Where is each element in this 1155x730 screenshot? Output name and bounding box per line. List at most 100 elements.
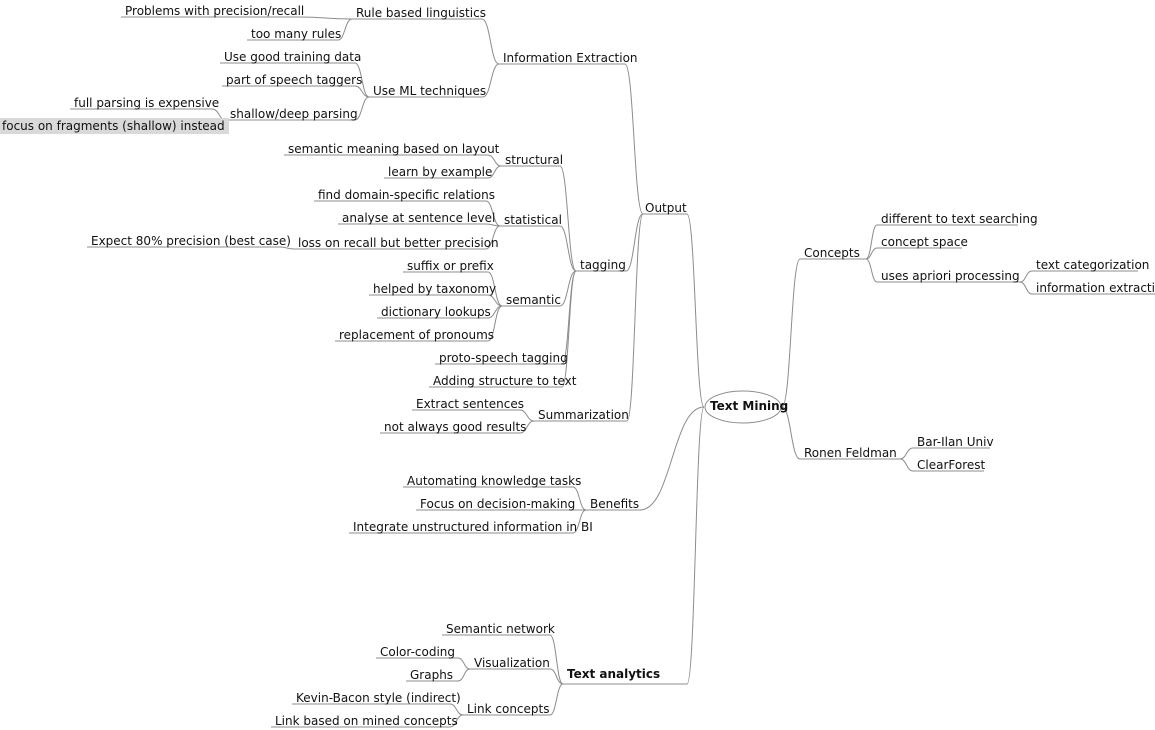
node-integrate-unstructured-bi[interactable]: Integrate unstructured information in BI: [353, 520, 593, 534]
node-information-extraction-leaf[interactable]: information extraction: [1036, 281, 1155, 295]
node-text-analytics[interactable]: Text analytics: [567, 667, 661, 681]
pos-taggers-connector: [354, 85, 370, 98]
information-extraction-leaf-connector: [1019, 281, 1033, 295]
node-visualization[interactable]: Visualization: [474, 656, 550, 670]
node-semantic-meaning-layout[interactable]: semantic meaning based on layout: [288, 142, 500, 156]
node-proto-speech-tagging[interactable]: proto-speech tagging: [439, 351, 568, 365]
node-focus-decision-making[interactable]: Focus on decision-making: [420, 497, 576, 511]
node-concept-space[interactable]: concept space: [881, 235, 968, 249]
link-mined-connector: [449, 714, 464, 728]
semantic-layout-connector: [487, 154, 502, 167]
diff-searching-connector: [865, 224, 878, 260]
node-replacement-of-pronoums[interactable]: replacement of pronoums: [339, 328, 495, 342]
adding-structure-connector: [561, 270, 577, 388]
node-benefits[interactable]: Benefits: [590, 497, 640, 511]
suffix-prefix-connector: [487, 271, 503, 307]
node-find-domain-relations[interactable]: find domain-specific relations: [318, 188, 495, 202]
tagging-connector: [625, 213, 644, 272]
color-coding-connector: [457, 657, 471, 670]
extract-sentences-connector: [519, 409, 535, 422]
node-structural[interactable]: structural: [505, 153, 564, 167]
node-helped-by-taxonomy[interactable]: helped by taxonomy: [373, 282, 497, 296]
node-link-mined-concepts[interactable]: Link based on mined concepts: [275, 714, 458, 728]
bar-ilan-connector: [899, 447, 914, 460]
graphs-connector: [457, 668, 471, 682]
concept-space-connector: [865, 247, 878, 260]
benefits-connector: [639, 406, 705, 511]
visualization-connector: [549, 668, 564, 685]
node-full-parsing-expensive[interactable]: full parsing is expensive: [74, 96, 220, 110]
integrate-bi-connector: [572, 509, 587, 534]
ronen-connector: [781, 406, 801, 460]
node-loss-on-recall[interactable]: loss on recall but better precision: [298, 236, 499, 250]
node-ronen-feldman[interactable]: Ronen Feldman: [804, 446, 897, 460]
structural-connector: [559, 165, 577, 272]
node-semantic-network[interactable]: Semantic network: [446, 622, 555, 636]
node-too-many-rules[interactable]: too many rules: [251, 27, 342, 41]
node-bar-ilan-univ[interactable]: Bar-Ilan Univ: [917, 435, 994, 449]
node-semantic[interactable]: semantic: [506, 293, 561, 307]
text-categorization-connector: [1019, 270, 1033, 283]
node-rule-based-linguistics[interactable]: Rule based linguistics: [356, 6, 486, 20]
node-use-good-training-data[interactable]: Use good training data: [224, 50, 362, 64]
summarization-connector: [626, 213, 644, 422]
node-learn-by-example[interactable]: learn by example: [388, 165, 493, 179]
node-not-always-good-results[interactable]: not always good results: [384, 420, 527, 434]
node-automating-knowledge-tasks[interactable]: Automating knowledge tasks: [407, 474, 582, 488]
semantic-connector: [559, 270, 577, 307]
node-expect-80-precision[interactable]: Expect 80% precision (best case): [91, 234, 291, 248]
domain-relations-connector: [485, 200, 501, 227]
node-summarization[interactable]: Summarization: [538, 408, 629, 422]
node-uses-apriori-processing[interactable]: uses apriori processing: [881, 269, 1020, 283]
expect-80-connector: [279, 246, 295, 250]
node-adding-structure-to-text[interactable]: Adding structure to text: [433, 374, 577, 388]
semantic-network-connector: [549, 634, 564, 685]
node-different-to-text-searching[interactable]: different to text searching: [881, 212, 1038, 226]
node-kevin-bacon-style[interactable]: Kevin-Bacon style (indirect): [296, 691, 461, 705]
node-graphs[interactable]: Graphs: [410, 668, 454, 682]
node-part-of-speech-taggers[interactable]: part of speech taggers: [226, 73, 363, 87]
pronouns-connector: [487, 305, 503, 342]
node-suffix-or-prefix[interactable]: suffix or prefix: [407, 259, 494, 273]
node-link-concepts[interactable]: Link concepts: [467, 702, 550, 716]
node-statistical[interactable]: statistical: [504, 213, 562, 227]
node-analyse-sentence-level[interactable]: analyse at sentence level: [342, 211, 496, 225]
node-text-categorization[interactable]: text categorization: [1036, 258, 1150, 272]
node-tagging[interactable]: tagging: [580, 258, 626, 272]
node-information-extraction[interactable]: Information Extraction: [503, 51, 638, 65]
concepts-connector: [781, 258, 801, 408]
clearforest-connector: [899, 458, 914, 472]
text-analytics-connector: [686, 406, 705, 685]
statistical-connector: [559, 225, 577, 272]
node-dictionary-lookups[interactable]: dictionary lookups: [381, 305, 491, 319]
apriori-connector: [865, 258, 878, 283]
rule-based-connector: [481, 18, 500, 65]
node-clearforest[interactable]: ClearForest: [917, 458, 986, 472]
output-connector: [686, 213, 705, 408]
good-training-connector: [354, 62, 370, 98]
shallow-deep-connector: [354, 96, 370, 121]
automating-connector: [572, 486, 587, 511]
node-extract-sentences[interactable]: Extract sentences: [416, 397, 524, 411]
taxonomy-connector: [487, 294, 503, 307]
link-concepts-connector: [549, 683, 564, 716]
learn-example-connector: [487, 165, 502, 179]
node-color-coding[interactable]: Color-coding: [380, 645, 456, 659]
node-use-ml-techniques[interactable]: Use ML techniques: [373, 84, 487, 98]
loss-recall-connector: [485, 225, 501, 250]
node-concepts[interactable]: Concepts: [804, 246, 860, 260]
info-extraction-connector: [624, 63, 644, 215]
node-problems-precision-recall[interactable]: Problems with precision/recall: [125, 4, 305, 18]
not-good-connector: [519, 420, 535, 434]
node-focus-on-fragments[interactable]: focus on fragments (shallow) instead: [0, 118, 229, 134]
use-ml-connector: [482, 63, 500, 98]
too-many-rules-connector: [337, 18, 353, 41]
problems-precision-connector: [298, 16, 353, 20]
node-output[interactable]: Output: [645, 201, 687, 215]
center-node-text-mining[interactable]: Text Mining: [710, 399, 789, 413]
node-shallow-deep-parsing[interactable]: shallow/deep parsing: [230, 107, 358, 121]
center-node-oval: [704, 390, 782, 424]
kevin-bacon-connector: [449, 703, 464, 716]
